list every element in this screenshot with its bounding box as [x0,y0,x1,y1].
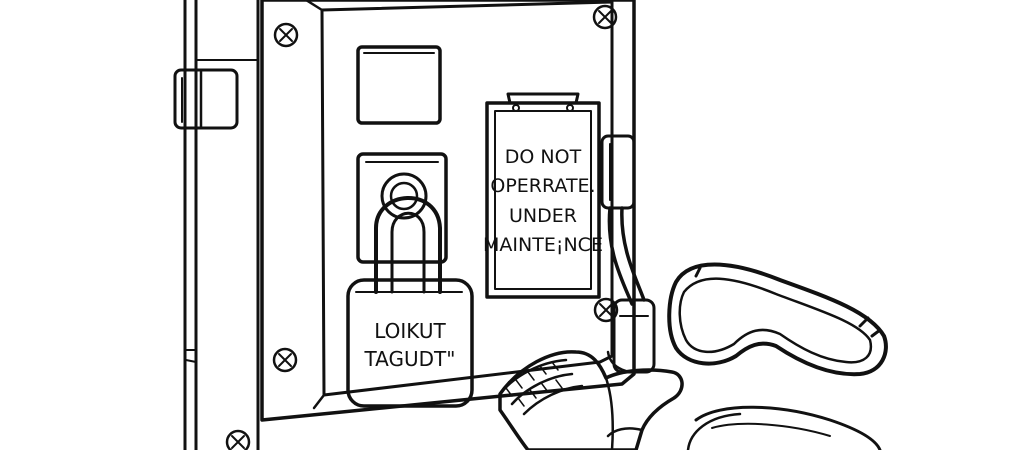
cable-connector [600,134,656,374]
indicator-window [356,45,442,125]
glove-icon [498,350,684,450]
screw-icon [273,22,299,48]
electrical-cabinet [183,0,260,450]
screw-icon [593,297,619,323]
padlock-tag-line-2: TAGUDT" [364,347,456,371]
sign-line-4: MAINTE¡NCE [483,234,603,256]
sign-line-2: OPERRATE. [490,175,595,197]
padlock-tag-line-1: LOIKUT [374,319,446,343]
isolation-switch [356,152,448,264]
screw-icon [272,347,298,373]
safety-goggles-icon [667,262,888,450]
cabinet-latch [173,68,239,130]
sign-line-1: DO NOT [505,146,582,168]
sign-line-3: UNDER [509,205,577,227]
screw-icon [592,4,618,30]
warning-sign: DO NOT OPERRATE. UNDER MAINTE¡NCE [483,92,603,299]
screw-icon [225,429,251,450]
control-panel-box [260,0,636,422]
padlock-icon: LOIKUT TAGUDT" [346,196,474,408]
